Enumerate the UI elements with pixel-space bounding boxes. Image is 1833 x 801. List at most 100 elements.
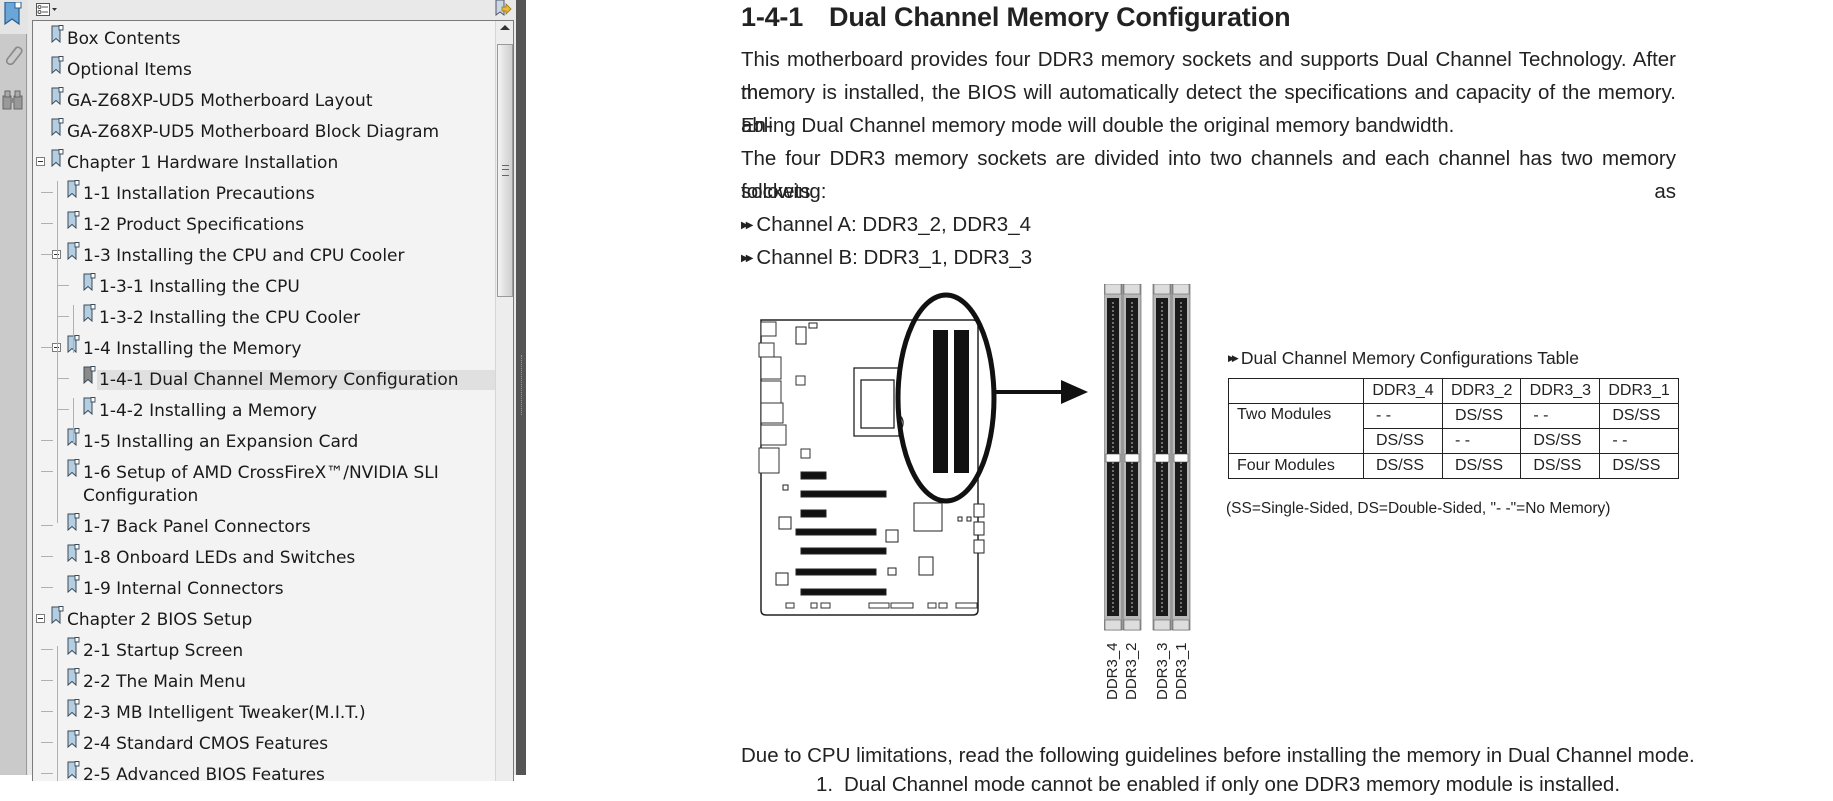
row-label: Four Modules xyxy=(1228,453,1364,479)
tree-connector xyxy=(73,305,74,353)
bookmark-icon xyxy=(67,761,80,780)
binoculars-icon[interactable] xyxy=(2,88,24,112)
tree-connector xyxy=(41,680,53,681)
tree-connector xyxy=(41,711,53,712)
table-legend: (SS=Single-Sided, DS=Double-Sided, "- -"… xyxy=(1226,500,1611,517)
tree-connector xyxy=(41,223,53,224)
memory-config-table: DDR3_4 DDR3_2 DDR3_3 DDR3_1 Two Modules … xyxy=(1228,378,1679,479)
dimm-slot-diagram xyxy=(1104,284,1191,631)
bookmark-icon xyxy=(51,606,64,625)
bookmark-label: 2-4 Standard CMOS Features xyxy=(83,734,329,754)
vertical-scrollbar[interactable] xyxy=(495,21,513,781)
bookmark-item[interactable]: 1-3-1 Installing the CPU xyxy=(33,273,491,301)
bookmark-item[interactable]: 1-9 Internal Connectors xyxy=(33,575,491,603)
bookmark-item[interactable]: Optional Items xyxy=(33,56,491,84)
bookmark-item[interactable]: 2-3 MB Intelligent Tweaker(M.I.T.) xyxy=(33,699,491,727)
bookmark-icon xyxy=(51,87,64,106)
bookmark-label: 1-4-2 Installing a Memory xyxy=(99,401,317,421)
bookmark-item[interactable]: GA-Z68XP-UD5 Motherboard Layout xyxy=(33,87,491,115)
bookmark-item[interactable]: 1-4-2 Installing a Memory xyxy=(33,397,491,425)
scroll-up-arrow-icon[interactable] xyxy=(500,25,510,30)
dimm-slot xyxy=(1104,284,1123,631)
bookmark-icon xyxy=(67,730,80,749)
list-item-number: 1. xyxy=(816,773,834,796)
bookmark-label: 2-3 MB Intelligent Tweaker(M.I.T.) xyxy=(83,703,366,723)
bookmark-label: 2-1 Startup Screen xyxy=(83,641,244,661)
dimm-slot xyxy=(1152,284,1172,631)
bookmark-item[interactable]: 1-3 Installing the CPU and CPU Cooler xyxy=(33,242,491,270)
tree-connector xyxy=(41,192,53,193)
sata-ports xyxy=(973,503,985,554)
bookmark-icon xyxy=(67,335,80,354)
bookmark-item[interactable]: Chapter 1 Hardware Installation xyxy=(33,149,491,177)
channel-b-bullet: Channel B: DDR3_1, DDR3_3 xyxy=(741,241,1032,278)
bookmark-item[interactable]: 1-1 Installation Precautions xyxy=(33,180,491,208)
bookmark-label: 1-3 Installing the CPU and CPU Cooler xyxy=(83,246,405,266)
collapse-toggle-icon[interactable] xyxy=(36,614,45,623)
bookmark-icon xyxy=(51,118,64,137)
table-header-cell: DDR3_2 xyxy=(1441,378,1522,404)
bookmark-icon xyxy=(51,149,64,168)
cpu-socket xyxy=(853,367,904,437)
bookmark-item[interactable]: 2-1 Startup Screen xyxy=(33,637,491,665)
bookmark-item[interactable]: 2-5 Advanced BIOS Features xyxy=(33,761,491,781)
dimm-highlight-ellipse xyxy=(895,292,997,504)
bookmark-item[interactable]: 2-4 Standard CMOS Features xyxy=(33,730,491,758)
paragraph-line: Due to CPU limitations, read the followi… xyxy=(741,744,1695,767)
bookmark-label: 1-2 Product Specifications xyxy=(83,215,305,235)
bookmark-item[interactable]: GA-Z68XP-UD5 Motherboard Block Diagram xyxy=(33,118,491,146)
bookmark-icon xyxy=(83,366,96,385)
bookmark-item[interactable]: 1-5 Installing an Expansion Card xyxy=(33,428,491,456)
bookmark-label: 1-7 Back Panel Connectors xyxy=(83,517,311,537)
tree-connector xyxy=(41,556,53,557)
tree-connector xyxy=(41,773,53,774)
bookmark-icon xyxy=(67,699,80,718)
pane-splitter[interactable] xyxy=(516,0,526,775)
tree-connector xyxy=(41,471,53,472)
bookmark-item[interactable]: Chapter 2 BIOS Setup xyxy=(33,606,491,634)
tree-connector xyxy=(41,742,53,743)
table-header-cell: DDR3_1 xyxy=(1599,378,1679,404)
table-header-cell: DDR3_4 xyxy=(1363,378,1443,404)
options-menu-button[interactable] xyxy=(36,2,58,16)
bookmark-item[interactable]: 1-7 Back Panel Connectors xyxy=(33,513,491,541)
expand-bookmark-icon[interactable] xyxy=(494,0,512,18)
bookmark-icon xyxy=(67,428,80,447)
table-cell: DS/SS xyxy=(1599,453,1679,479)
bookmark-item[interactable]: 2-2 The Main Menu xyxy=(33,668,491,696)
tree-connector xyxy=(41,649,53,650)
bookmark-icon xyxy=(83,304,96,323)
bookmark-icon xyxy=(67,242,80,261)
bookmark-item[interactable]: 1-4-1 Dual Channel Memory Configuration xyxy=(33,366,513,394)
table-row: Two Modules - - DS/SS - - DS/SS xyxy=(1228,403,1679,454)
bookmark-label: GA-Z68XP-UD5 Motherboard Layout xyxy=(67,91,373,111)
bookmark-item[interactable]: 1-8 Onboard LEDs and Switches xyxy=(33,544,491,572)
bookmark-label: GA-Z68XP-UD5 Motherboard Block Diagram xyxy=(67,122,440,142)
scrollbar-thumb[interactable] xyxy=(497,44,513,297)
bookmarks-icon[interactable] xyxy=(2,1,24,26)
bookmark-icon xyxy=(67,575,80,594)
slot-label: DDR3_2 xyxy=(1123,642,1140,700)
motherboard-diagram xyxy=(758,292,1088,616)
table-cell: DS/SS xyxy=(1441,403,1522,429)
paragraph-line: following: xyxy=(741,180,827,203)
bookmark-item[interactable]: 1-2 Product Specifications xyxy=(33,211,491,239)
collapse-toggle-icon[interactable] xyxy=(36,157,45,166)
bookmark-icon xyxy=(83,397,96,416)
tree-connector xyxy=(57,316,69,317)
paperclip-icon[interactable] xyxy=(2,43,24,67)
bookmark-item[interactable]: 1-4 Installing the Memory xyxy=(33,335,491,363)
io-ports xyxy=(758,321,811,474)
tree-connector xyxy=(57,409,69,410)
slot-label: DDR3_3 xyxy=(1154,642,1171,700)
tree-connector xyxy=(73,398,74,444)
tree-connector xyxy=(57,378,69,379)
bookmark-item[interactable]: Box Contents xyxy=(33,25,491,53)
bookmark-item[interactable]: 1-3-2 Installing the CPU Cooler xyxy=(33,304,491,332)
bookmark-label: 1-6 Setup of AMD CrossFireX™/NVIDIA SLI xyxy=(83,463,439,483)
bookmark-label: 1-3-1 Installing the CPU xyxy=(99,277,300,297)
dimm-slots-small xyxy=(933,330,969,473)
table-cell: - - xyxy=(1441,428,1522,454)
table-header-cell xyxy=(1228,378,1364,404)
